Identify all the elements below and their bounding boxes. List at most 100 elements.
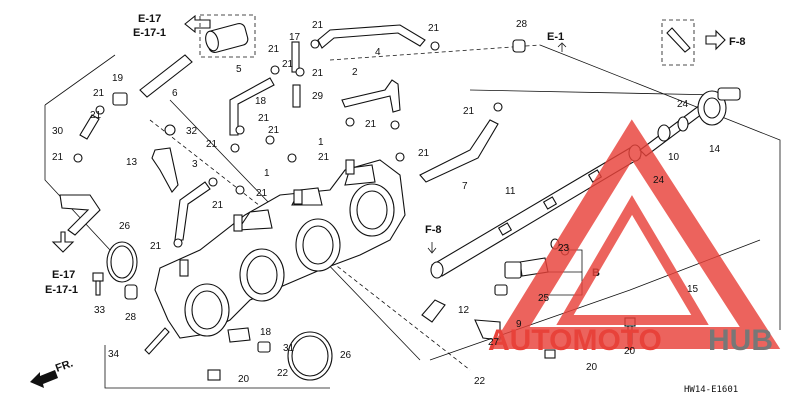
callout: 6 — [172, 88, 178, 99]
callout: 26 — [119, 221, 131, 232]
callout: 21 — [428, 23, 440, 34]
ref-e17-top[interactable]: E-17 E-17-1 — [133, 13, 211, 39]
hose-4 — [317, 24, 426, 49]
svg-text:F-8: F-8 — [425, 224, 442, 236]
callout: 12 — [458, 305, 470, 316]
hose-29 — [292, 84, 301, 108]
collar-28-left — [124, 284, 138, 300]
callout: 18 — [260, 327, 272, 338]
callout: 21 — [365, 119, 377, 130]
ref-e17-bottom[interactable]: E-17 E-17-1 — [45, 231, 78, 296]
svg-text:FR.: FR. — [54, 357, 75, 374]
callout: 21 — [258, 113, 270, 124]
callout: 4 — [375, 47, 381, 58]
callout: 21 — [52, 152, 64, 163]
ref-f8-top[interactable]: F-8 — [661, 19, 746, 66]
ref-f8-mid[interactable]: F-8 — [425, 224, 442, 254]
joint-19 — [112, 92, 128, 106]
callout: 21 — [256, 188, 268, 199]
callout: 3 — [192, 159, 198, 170]
callout: 10 — [668, 152, 680, 163]
callout: 33 — [94, 305, 106, 316]
hose-3 — [174, 181, 211, 241]
sensor-18-bottom — [227, 327, 251, 343]
callout: 21 — [312, 68, 324, 79]
intake-manifold — [154, 159, 406, 339]
left-arrow-ref-icon — [184, 14, 211, 34]
gasket-26-left — [106, 241, 138, 283]
svg-text:HUB: HUB — [708, 324, 773, 357]
callout: 21 — [312, 20, 324, 31]
svg-text:AUTOMOTO: AUTOMOTO — [488, 324, 662, 357]
hose-6 — [139, 54, 193, 98]
canister — [199, 14, 256, 58]
fr-arrow[interactable]: FR. — [30, 357, 75, 388]
callout: 1 — [264, 168, 270, 179]
collar-28-top — [512, 39, 526, 53]
callout: 21 — [90, 110, 102, 121]
callout: 1 — [318, 137, 324, 148]
callout: 20 — [238, 374, 250, 385]
gasket-26-bottom — [287, 331, 333, 381]
svg-text:E-1: E-1 — [547, 31, 564, 43]
callout: 18 — [255, 96, 267, 107]
bracket-13 — [151, 124, 179, 193]
callout: 28 — [125, 312, 137, 323]
callout: 20 — [586, 362, 598, 373]
callout: 13 — [126, 157, 138, 168]
callout: 21 — [268, 125, 280, 136]
svg-text:F-8: F-8 — [729, 36, 746, 48]
callout: 32 — [186, 126, 198, 137]
hose-30 — [79, 114, 100, 140]
fr-arrow-icon — [30, 370, 58, 388]
callout: 9 — [516, 319, 522, 330]
callout: 15 — [687, 284, 699, 295]
callout: 21 — [206, 139, 218, 150]
callout: 31 — [283, 343, 295, 354]
callout: 11 — [505, 186, 516, 197]
svg-text:E-17: E-17 — [52, 269, 75, 281]
callout: 7 — [462, 181, 468, 192]
callout: 28 — [516, 19, 528, 30]
hose-7 — [419, 119, 499, 183]
callout: 21 — [463, 106, 475, 117]
callout: 5 — [236, 64, 242, 75]
callout: 24 — [677, 99, 689, 110]
ref-e1[interactable]: E-1 — [547, 31, 567, 52]
bolt-34 — [144, 327, 170, 355]
pressure-regulator-14 — [697, 87, 741, 126]
svg-text:E-17-1: E-17-1 — [133, 27, 166, 39]
callout: 19 — [112, 73, 124, 84]
callout-labels: 21 21 28 4 17 21 21 21 5 2 29 18 6 19 21… — [52, 19, 721, 387]
callout: 21 — [318, 152, 330, 163]
callout: 2 — [352, 67, 358, 78]
callout: 21 — [150, 241, 162, 252]
vent-hose — [59, 194, 101, 236]
callout: 26 — [340, 350, 352, 361]
sensor-31 — [257, 341, 271, 353]
callout: 21 — [418, 148, 430, 159]
diagram-code: HW14-E1601 — [684, 385, 738, 395]
part-12 — [421, 299, 446, 323]
up-arrow-ref-icon — [557, 42, 567, 52]
seal-10 — [657, 124, 671, 142]
callout: 21 — [282, 59, 294, 70]
svg-text:E-17: E-17 — [138, 13, 161, 25]
hose-2 — [341, 79, 401, 113]
callout: 34 — [108, 349, 120, 360]
callout: 22 — [474, 376, 486, 387]
callout: 20 — [624, 346, 636, 357]
down-arrow-ref-icon — [51, 231, 75, 253]
callout: 21 — [268, 44, 280, 55]
callout: 29 — [312, 91, 324, 102]
callout: 23 — [558, 243, 570, 254]
callout: 21 — [93, 88, 105, 99]
callout: 21 — [212, 200, 224, 211]
callout: 25 — [538, 293, 550, 304]
hose-5 — [229, 77, 275, 136]
callout: 24 — [653, 175, 665, 186]
o-ring-24 — [677, 116, 689, 132]
watermark-text: AUTOMOTO HUB — [488, 324, 773, 357]
bolt-33 — [92, 272, 104, 296]
